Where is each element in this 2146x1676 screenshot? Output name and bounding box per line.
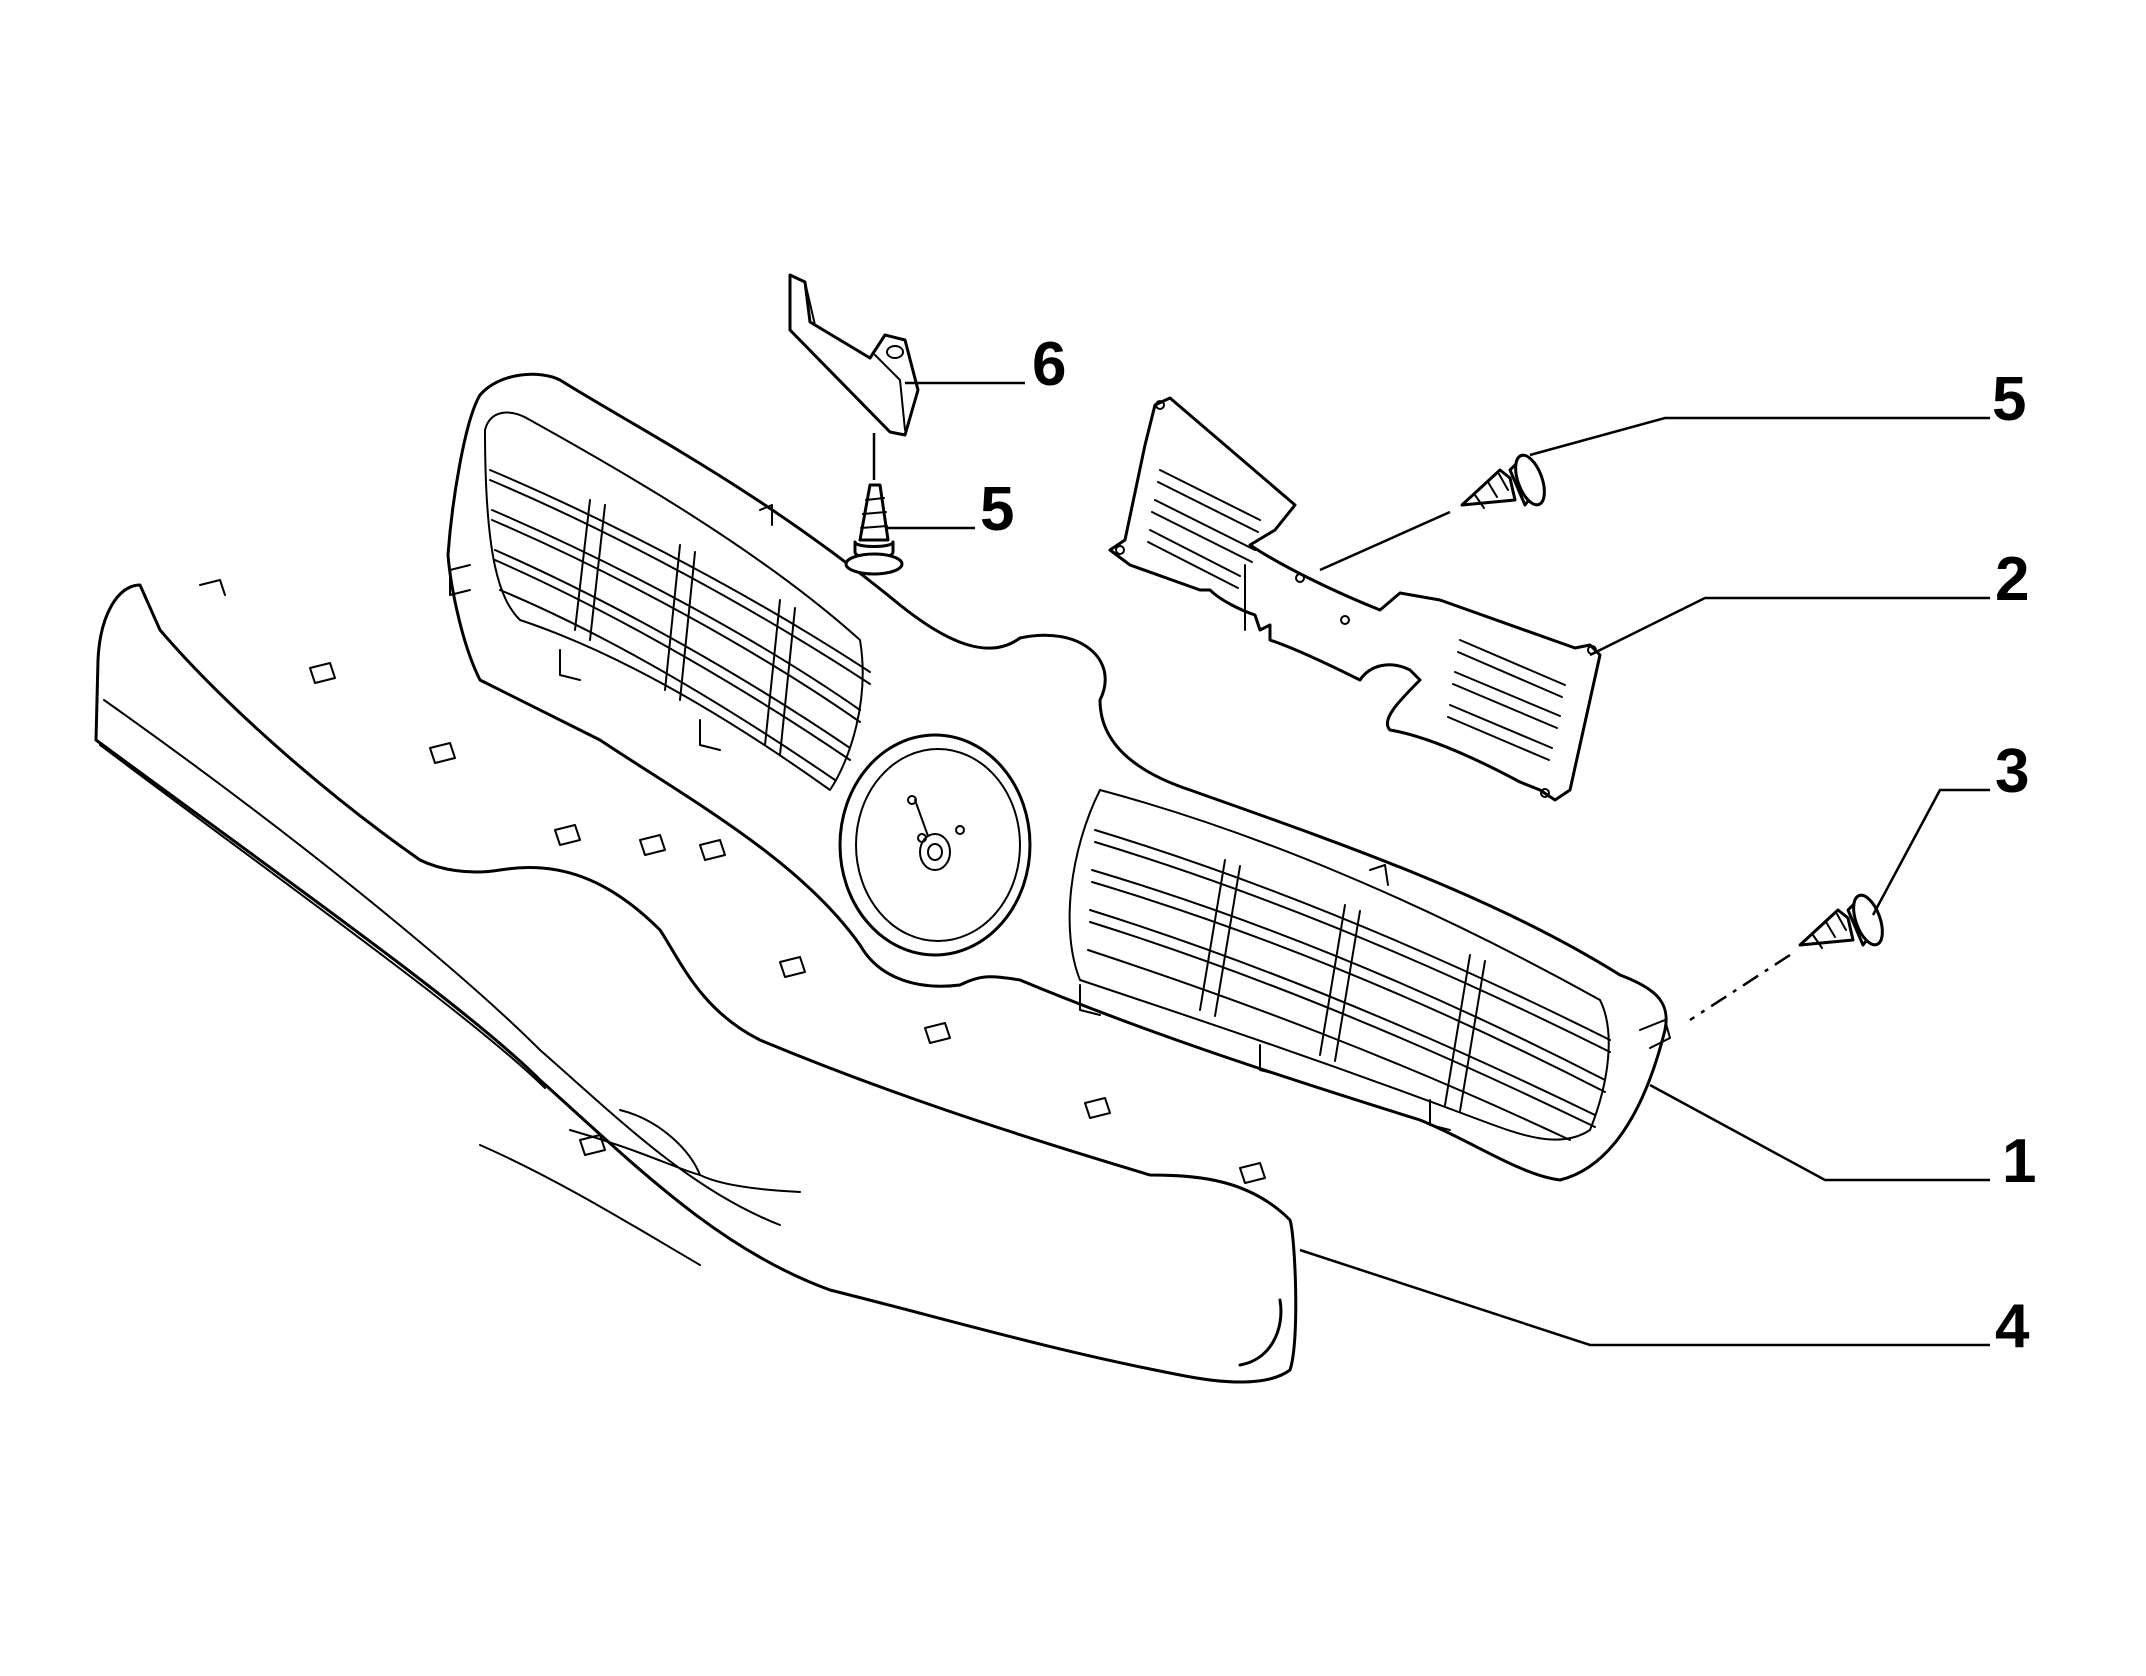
- callout-2: 2: [1995, 545, 2029, 614]
- callout-labels: 1 2 3 4 5 5 6: [980, 330, 2036, 1361]
- part-5-screw-upper-left: [844, 483, 904, 576]
- axis-screw-5a: [1319, 510, 1451, 572]
- callout-6: 6: [1032, 330, 1066, 399]
- callout-5-upper-left: 5: [980, 475, 1014, 544]
- part-5-screw-upper-right: [1460, 453, 1546, 509]
- leader-4: [1299, 1248, 1990, 1347]
- leader-5a: [1529, 416, 1990, 457]
- part-4-grille-trim-frame: [94, 579, 1298, 1384]
- callout-1: 1: [2002, 1127, 2036, 1196]
- part-1-radiator-grille: [446, 372, 1671, 1182]
- axis-screw-3: [1689, 953, 1791, 1022]
- leader-1: [1649, 1083, 1990, 1182]
- callout-4: 4: [1995, 1292, 2030, 1361]
- callout-5-upper-right: 5: [1992, 365, 2026, 434]
- leader-lines: [872, 381, 1990, 1347]
- part-3-screw-right: [1798, 893, 1884, 949]
- leader-2: [1589, 596, 1990, 657]
- part-2-grille-support-bracket: [1108, 396, 1602, 802]
- callout-3: 3: [1995, 737, 2029, 806]
- part-6-retaining-clip: [788, 273, 920, 437]
- leader-3: [1871, 788, 1990, 916]
